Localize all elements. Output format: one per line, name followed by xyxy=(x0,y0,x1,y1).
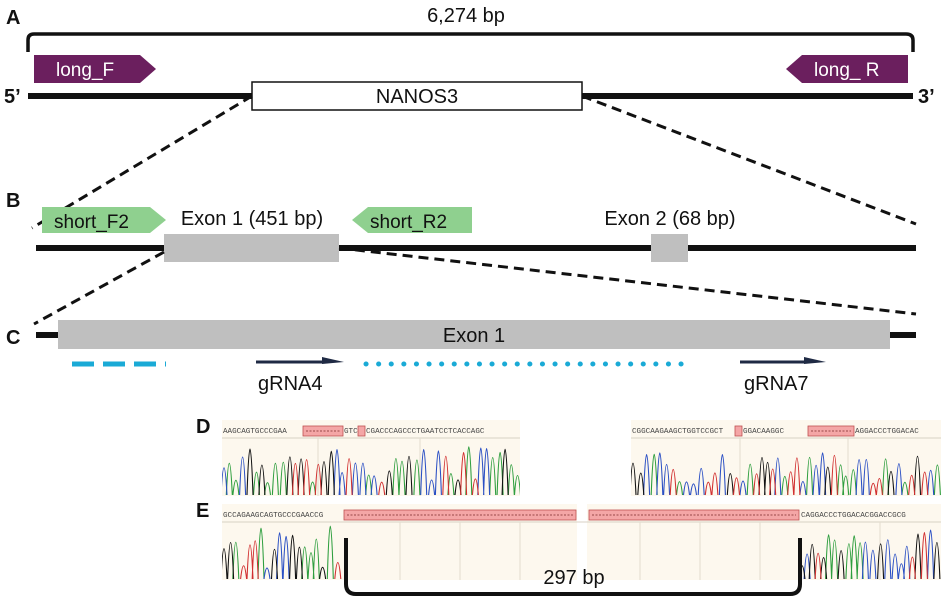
mismatch-d-left xyxy=(357,425,366,437)
nanos3-gene-label: NANOS3 xyxy=(376,86,458,108)
panel-a-letter: A xyxy=(6,7,20,29)
sequence-e-right: CAGGACCCTGGACACGGACCGCG xyxy=(801,512,906,520)
primer-long-f xyxy=(34,55,156,83)
sequence-e-left: GCCAGAAGCAGTGCCCGAACCG xyxy=(223,512,324,520)
deletion-bracket xyxy=(344,538,802,596)
total-size-bracket xyxy=(26,32,915,52)
sequence-d-right-b: GGACAAGGC xyxy=(743,428,784,436)
trace-peak-path xyxy=(232,525,334,579)
trace-peak-path xyxy=(803,529,935,579)
trace-peak-path xyxy=(814,532,928,579)
deletion-d-left xyxy=(302,425,344,437)
panel-a: A 6,274 bp long_F long_ R 5’ 3’ NANOS3 xyxy=(4,5,935,111)
exon2-box xyxy=(651,234,688,262)
trace-peak-path xyxy=(240,540,342,579)
trace-peaks-d-left xyxy=(222,446,520,496)
panel-d-letter: D xyxy=(196,416,210,438)
trace-peaks-d-right xyxy=(631,452,941,496)
trace-peak-path xyxy=(650,454,941,496)
primer-long-r-label: long_ R xyxy=(814,60,880,81)
nanos3-gene-box xyxy=(251,81,583,111)
trace-peaks-e-left xyxy=(222,525,342,579)
sequence-d-right-c: AGGACCCTGGACAC xyxy=(855,428,919,436)
panel-b-letter: B xyxy=(6,190,20,212)
grna4-arrow-head xyxy=(322,357,344,364)
trace-peak-path xyxy=(246,448,509,496)
trace-peak-path xyxy=(669,455,929,496)
primer-long-f-label: long_F xyxy=(56,60,114,81)
panel-d: D AAGCAGTGCCCGAA GTC CGACCCAGCCCTGAATCCT… xyxy=(196,416,941,496)
exon1-size-label: Exon 1 (451 bp) xyxy=(181,208,323,230)
sequence-d-left-a: AAGCAGTGCCCGAA xyxy=(223,428,287,436)
panel-c-letter: C xyxy=(6,327,20,349)
trace-peak-path xyxy=(643,452,935,496)
sequence-d-left-b: GTC xyxy=(344,428,358,436)
deletion-size-label: 297 bp xyxy=(543,567,604,589)
zoom-line-a-left xyxy=(31,94,253,230)
exon2-size-label: Exon 2 (68 bp) xyxy=(604,208,735,230)
zoom-line-b-right xyxy=(338,246,917,316)
exon1-expanded-label: Exon 1 xyxy=(443,325,505,347)
primer-short-r2 xyxy=(352,207,472,233)
trace-peak-path xyxy=(222,535,327,579)
trace-peak-path xyxy=(631,456,922,496)
primer-short-f2 xyxy=(42,207,166,233)
deletion-d-right xyxy=(807,425,855,437)
panel-c: C Exon 1 gRNA4 gRNA7 xyxy=(6,320,916,395)
panel-b: B short_F2 short_R2 Exon 1 (451 bp) Exon… xyxy=(6,190,916,262)
grna7-label: gRNA7 xyxy=(744,373,808,395)
exon1-expanded-box xyxy=(58,320,890,349)
trace-peak-path xyxy=(263,532,290,579)
panel-e-letter: E xyxy=(196,500,209,522)
primer-short-r2-label: short_R2 xyxy=(370,212,447,233)
primer-short-f2-label: short_F2 xyxy=(54,212,129,233)
exon1-box xyxy=(164,234,339,262)
trace-peak-path xyxy=(825,534,864,579)
five-prime-label: 5’ xyxy=(4,86,21,108)
sequence-d-left-c: CGACCCAGCCCTGAATCCTCACCAGC xyxy=(366,428,485,436)
grna7-arrow-head xyxy=(804,357,826,364)
three-prime-label: 3’ xyxy=(918,86,935,108)
zoom-line-a-right xyxy=(581,94,917,226)
trace-peak-path xyxy=(225,446,520,496)
mismatch-d-right xyxy=(734,425,743,437)
trace-peak-path xyxy=(222,447,491,496)
sequence-d-right-a: CGGCAAGAAGCTGGTCCGCT xyxy=(632,428,724,436)
panel-e: E GCCAGAAGCAGTGCCCGAACCG CAGGACCCTGGACAC… xyxy=(196,500,941,596)
grna4-label: gRNA4 xyxy=(258,373,322,395)
zoom-line-b-left xyxy=(33,250,165,326)
trace-peak-path xyxy=(291,452,479,496)
total-size-label: 6,274 bp xyxy=(427,5,505,27)
primer-long-r xyxy=(786,55,908,83)
